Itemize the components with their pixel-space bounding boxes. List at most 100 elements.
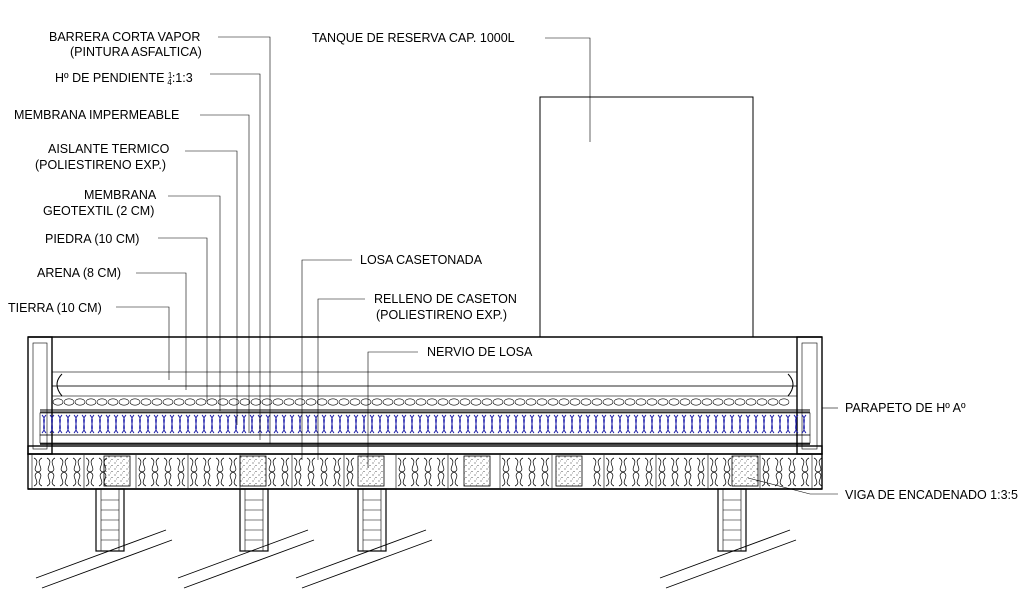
stone — [107, 398, 119, 406]
stone — [624, 398, 636, 406]
stone — [536, 398, 548, 406]
stone — [52, 398, 64, 406]
stone — [778, 398, 790, 406]
stone — [492, 398, 504, 406]
stone — [228, 398, 240, 406]
stone — [426, 398, 438, 406]
label-geotextil-1: MEMBRANA — [84, 188, 157, 202]
stone — [371, 398, 383, 406]
column — [239, 488, 269, 552]
stone — [305, 398, 317, 406]
stone — [382, 398, 394, 406]
stone — [712, 398, 724, 406]
stone — [74, 398, 86, 406]
leader-lines — [116, 36, 838, 495]
waffle-slab — [27, 445, 823, 455]
stone — [184, 398, 196, 406]
stone — [162, 398, 174, 406]
label-aislante-2: (POLIESTIRENO EXP.) — [35, 158, 166, 172]
stone — [129, 398, 141, 406]
stone — [767, 398, 779, 406]
rib — [555, 455, 583, 487]
stone — [195, 398, 207, 406]
parapet-right — [796, 336, 823, 455]
stone — [701, 398, 713, 406]
stone — [316, 398, 328, 406]
soil-layer — [51, 371, 798, 387]
stone — [261, 398, 273, 406]
stone — [151, 398, 163, 406]
tank-outline — [539, 96, 754, 338]
stone — [349, 398, 361, 406]
stone — [283, 398, 295, 406]
stone — [525, 398, 537, 406]
insulation-layer — [41, 414, 807, 434]
stone — [294, 398, 306, 406]
stone — [602, 398, 614, 406]
stone — [459, 398, 471, 406]
stone — [723, 398, 735, 406]
stone — [635, 398, 647, 406]
stone — [393, 398, 405, 406]
column — [357, 488, 387, 552]
slope-concrete — [39, 434, 811, 444]
stone — [250, 398, 262, 406]
label-geotextil-2: GEOTEXTIL (2 CM) — [43, 204, 154, 218]
stone — [206, 398, 218, 406]
label-barrera-1: BARRERA CORTA VAPOR — [49, 30, 200, 44]
stone — [96, 398, 108, 406]
rib — [463, 455, 491, 487]
stone — [437, 398, 449, 406]
stone — [646, 398, 658, 406]
stone — [569, 398, 581, 406]
stone — [679, 398, 691, 406]
stone — [140, 398, 152, 406]
stone — [118, 398, 130, 406]
label-aislante-1: AISLANTE TERMICO — [48, 142, 170, 156]
label-piedra: PIEDRA (10 CM) — [45, 232, 139, 246]
label-tierra: TIERRA (10 CM) — [8, 301, 102, 315]
rib — [357, 455, 385, 487]
labels: BARRERA CORTA VAPOR (PINTURA ASFALTICA) … — [8, 30, 1018, 502]
stone — [756, 398, 768, 406]
stone — [591, 398, 603, 406]
label-viga: VIGA DE ENCADENADO 1:3:5 — [845, 488, 1018, 502]
ground-lines — [35, 529, 797, 589]
label-barrera-2: (PINTURA ASFALTICA) — [70, 45, 202, 59]
rib — [731, 455, 759, 487]
stone — [470, 398, 482, 406]
stone — [745, 398, 757, 406]
label-tanque: TANQUE DE RESERVA CAP. 1000L — [312, 31, 515, 45]
label-losa: LOSA CASETONADA — [360, 253, 483, 267]
drain-edge-left — [56, 373, 63, 397]
stone — [657, 398, 669, 406]
stone — [327, 398, 339, 406]
label-arena: ARENA (8 CM) — [37, 266, 121, 280]
stone — [85, 398, 97, 406]
stone — [272, 398, 284, 406]
label-membrana-impermeable: MEMBRANA IMPERMEABLE — [14, 108, 179, 122]
label-nervio: NERVIO DE LOSA — [427, 345, 533, 359]
stone — [63, 398, 75, 406]
stone — [338, 398, 350, 406]
stone — [547, 398, 559, 406]
waffle-fill-blocks — [31, 455, 823, 488]
rib — [103, 455, 131, 487]
sand-layer — [51, 385, 798, 397]
stone — [613, 398, 625, 406]
stone — [217, 398, 229, 406]
columns — [95, 488, 747, 552]
drain-edge-right — [787, 373, 794, 397]
label-relleno-2: (POLIESTIRENO EXP.) — [376, 308, 507, 322]
rib — [239, 455, 267, 487]
stone — [404, 398, 416, 406]
stone — [503, 398, 515, 406]
stone — [481, 398, 493, 406]
stone-layer — [52, 398, 790, 406]
stone — [580, 398, 592, 406]
stone — [173, 398, 185, 406]
stone — [734, 398, 746, 406]
stone — [558, 398, 570, 406]
